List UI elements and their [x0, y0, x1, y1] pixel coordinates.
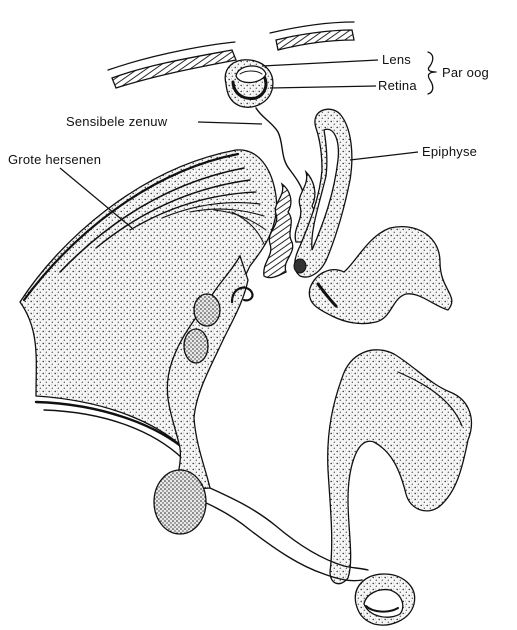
- label-retina: Retina: [378, 78, 417, 93]
- ventral-structures: [154, 470, 415, 625]
- epiphyse-leader: [350, 152, 418, 160]
- brace: [428, 52, 436, 94]
- nucleus-lower: [184, 329, 208, 363]
- ventral-ganglion: [154, 470, 206, 534]
- label-par-oog: Par oog: [442, 65, 489, 80]
- label-cerebrum: Grote hersenen: [8, 152, 101, 167]
- label-lens: Lens: [382, 52, 411, 67]
- label-sensory-nerve: Sensibele zenuw: [66, 114, 168, 129]
- lens-leader: [262, 60, 378, 66]
- lower-right-lobe: [328, 350, 472, 584]
- bottom-eye-structure: [355, 574, 414, 625]
- sensory-nerve-leader: [198, 122, 262, 124]
- parietal-eye: [225, 60, 273, 107]
- retina-leader: [270, 86, 376, 88]
- nucleus-upper: [194, 294, 220, 326]
- label-epiphyse: Epiphyse: [422, 144, 477, 159]
